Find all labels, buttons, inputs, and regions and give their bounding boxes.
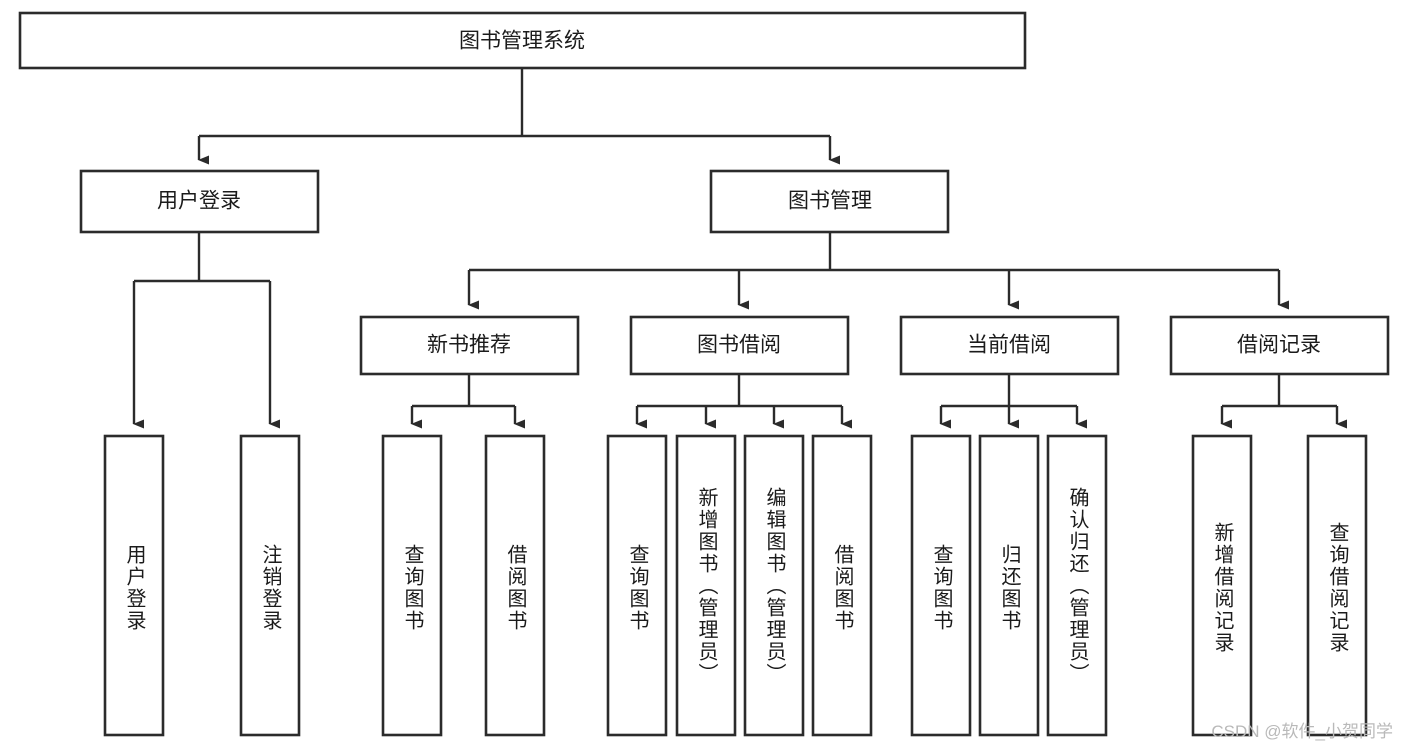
- connector-group-new-book: [410, 374, 525, 429]
- node-book-borrow-box: [629, 315, 850, 376]
- connector-group-root: [197, 68, 840, 165]
- node-new-book-recommend-box: [359, 315, 580, 376]
- connector-group-borrow-record: [1220, 374, 1347, 429]
- leaf-new-book-2-label: 借阅图书: [504, 544, 527, 632]
- leaf-new-book-2[interactable]: 借阅图书: [484, 434, 546, 737]
- node-current-borrow-box: [899, 315, 1120, 376]
- node-new-book-recommend-label: 新书推荐: [427, 334, 511, 357]
- connector-group-book-borrow: [635, 374, 852, 429]
- leaf-user-login-2-label: 注销登录: [259, 544, 282, 632]
- leaf-new-book-1-box: [381, 434, 443, 737]
- node-book-borrow[interactable]: 图书借阅: [629, 315, 850, 376]
- leaf-book-borrow-2-box: [675, 434, 737, 737]
- leaf-book-borrow-2-label: 新增图书（管理员）: [695, 487, 718, 685]
- leaf-borrow-record-2[interactable]: 查询借阅记录: [1306, 434, 1368, 737]
- leaf-book-borrow-4[interactable]: 借阅图书: [811, 434, 873, 737]
- leaf-current-borrow-3-box: [1046, 434, 1108, 737]
- leaf-book-borrow-4-label: 借阅图书: [831, 544, 854, 632]
- leaf-book-borrow-4-box: [811, 434, 873, 737]
- leaf-borrow-record-1-label: 新增借阅记录: [1211, 522, 1234, 654]
- leaf-book-borrow-1-box: [606, 434, 668, 737]
- node-book-manage[interactable]: 图书管理: [709, 169, 950, 234]
- leaf-book-borrow-3-box: [743, 434, 805, 737]
- node-current-borrow-label: 当前借阅: [967, 334, 1051, 357]
- leaf-new-book-1-label: 查询图书: [401, 544, 424, 632]
- node-book-manage-label: 图书管理: [788, 190, 872, 213]
- leaf-new-book-2-box: [484, 434, 546, 737]
- connector-group-book-manage: [467, 232, 1289, 310]
- leaf-borrow-record-1[interactable]: 新增借阅记录: [1191, 434, 1253, 737]
- leaf-current-borrow-2-box: [978, 434, 1040, 737]
- leaf-borrow-record-1-box: [1191, 434, 1253, 737]
- leaf-current-borrow-3-label: 确认归还（管理员）: [1066, 487, 1089, 685]
- node-user-login[interactable]: 用户登录: [79, 169, 320, 234]
- node-book-manage-box: [709, 169, 950, 234]
- leaf-current-borrow-1[interactable]: 查询图书: [910, 434, 972, 737]
- leaf-user-login-1-label: 用户登录: [123, 544, 146, 632]
- node-user-login-label: 用户登录: [157, 190, 241, 213]
- node-borrow-record[interactable]: 借阅记录: [1169, 315, 1390, 376]
- leaf-current-borrow-2[interactable]: 归还图书: [978, 434, 1040, 737]
- node-current-borrow[interactable]: 当前借阅: [899, 315, 1120, 376]
- node-root-system[interactable]: 图书管理系统: [18, 11, 1027, 70]
- leaf-user-login-1[interactable]: 用户登录: [103, 434, 165, 737]
- node-root-box: [18, 11, 1027, 70]
- leaf-book-borrow-1-label: 查询图书: [626, 544, 649, 632]
- leaf-borrow-record-2-label: 查询借阅记录: [1326, 522, 1349, 654]
- node-user-login-box: [79, 169, 320, 234]
- node-borrow-record-label: 借阅记录: [1237, 334, 1321, 357]
- leaf-book-borrow-3-label: 编辑图书（管理员）: [763, 487, 786, 685]
- connector-group-current-borrow: [939, 374, 1087, 429]
- leaf-current-borrow-1-box: [910, 434, 972, 737]
- leaf-new-book-1[interactable]: 查询图书: [381, 434, 443, 737]
- node-borrow-record-box: [1169, 315, 1390, 376]
- csdn-watermark: CSDN @软件_小贺同学: [1211, 722, 1393, 741]
- node-book-borrow-label: 图书借阅: [697, 334, 781, 357]
- leaf-user-login-1-box: [103, 434, 165, 737]
- node-root-label: 图书管理系统: [459, 30, 585, 53]
- leaf-book-borrow-2[interactable]: 新增图书（管理员）: [675, 434, 737, 737]
- node-new-book-recommend[interactable]: 新书推荐: [359, 315, 580, 376]
- leaf-borrow-record-2-box: [1306, 434, 1368, 737]
- leaf-current-borrow-2-label: 归还图书: [998, 544, 1021, 632]
- leaf-user-login-2[interactable]: 注销登录: [239, 434, 301, 737]
- leaf-book-borrow-1[interactable]: 查询图书: [606, 434, 668, 737]
- leaf-current-borrow-3[interactable]: 确认归还（管理员）: [1046, 434, 1108, 737]
- leaf-current-borrow-1-label: 查询图书: [930, 544, 953, 632]
- leaf-book-borrow-3[interactable]: 编辑图书（管理员）: [743, 434, 805, 737]
- connector-group-user-login: [132, 232, 280, 429]
- leaf-user-login-2-box: [239, 434, 301, 737]
